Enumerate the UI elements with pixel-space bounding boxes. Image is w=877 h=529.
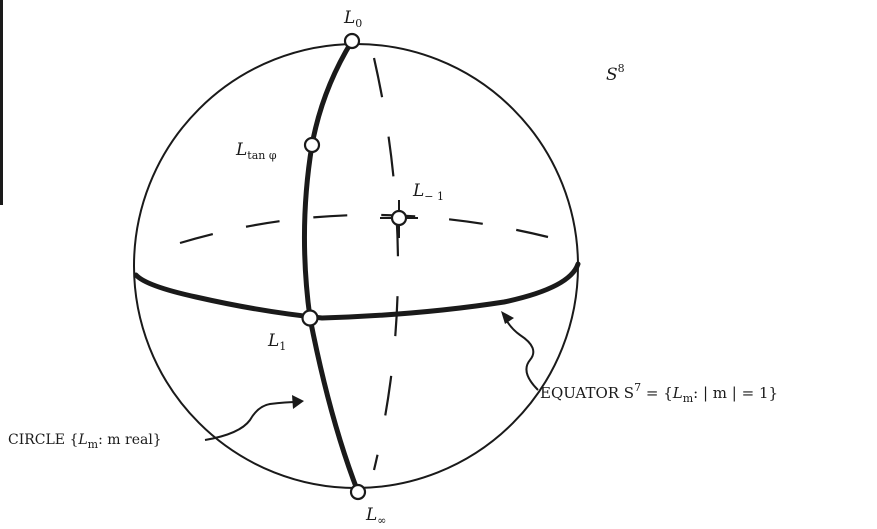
point-ltan [303,136,321,154]
label-l1: L1 [267,331,286,353]
label-equator: EQUATOR S7 = {Lm: | m | = 1} [540,381,778,405]
equator-arrowhead [501,311,514,324]
label-circle: CIRCLE {Lm: m real} [8,432,162,451]
meridian-front [301,38,361,495]
circle-arrowhead [292,395,304,409]
equator-pointer-arrow [503,315,539,391]
label-sphere: S8 [606,62,625,85]
left-edge-mark [0,0,3,205]
equator-front [133,261,581,321]
label-lminus1: L− 1 [412,181,444,203]
point-lminus1 [390,209,408,227]
point-l0 [343,32,361,50]
circle-pointer-arrow [204,401,299,441]
label-ltan: Ltan φ [235,140,277,162]
point-linf [349,483,367,501]
equator-back-dashed [179,213,549,245]
label-linf: L∞ [365,505,386,527]
meridian-back-dashed [372,57,400,471]
label-l0: L0 [343,8,362,30]
point-l1 [301,309,319,327]
sphere-outline [133,43,579,489]
